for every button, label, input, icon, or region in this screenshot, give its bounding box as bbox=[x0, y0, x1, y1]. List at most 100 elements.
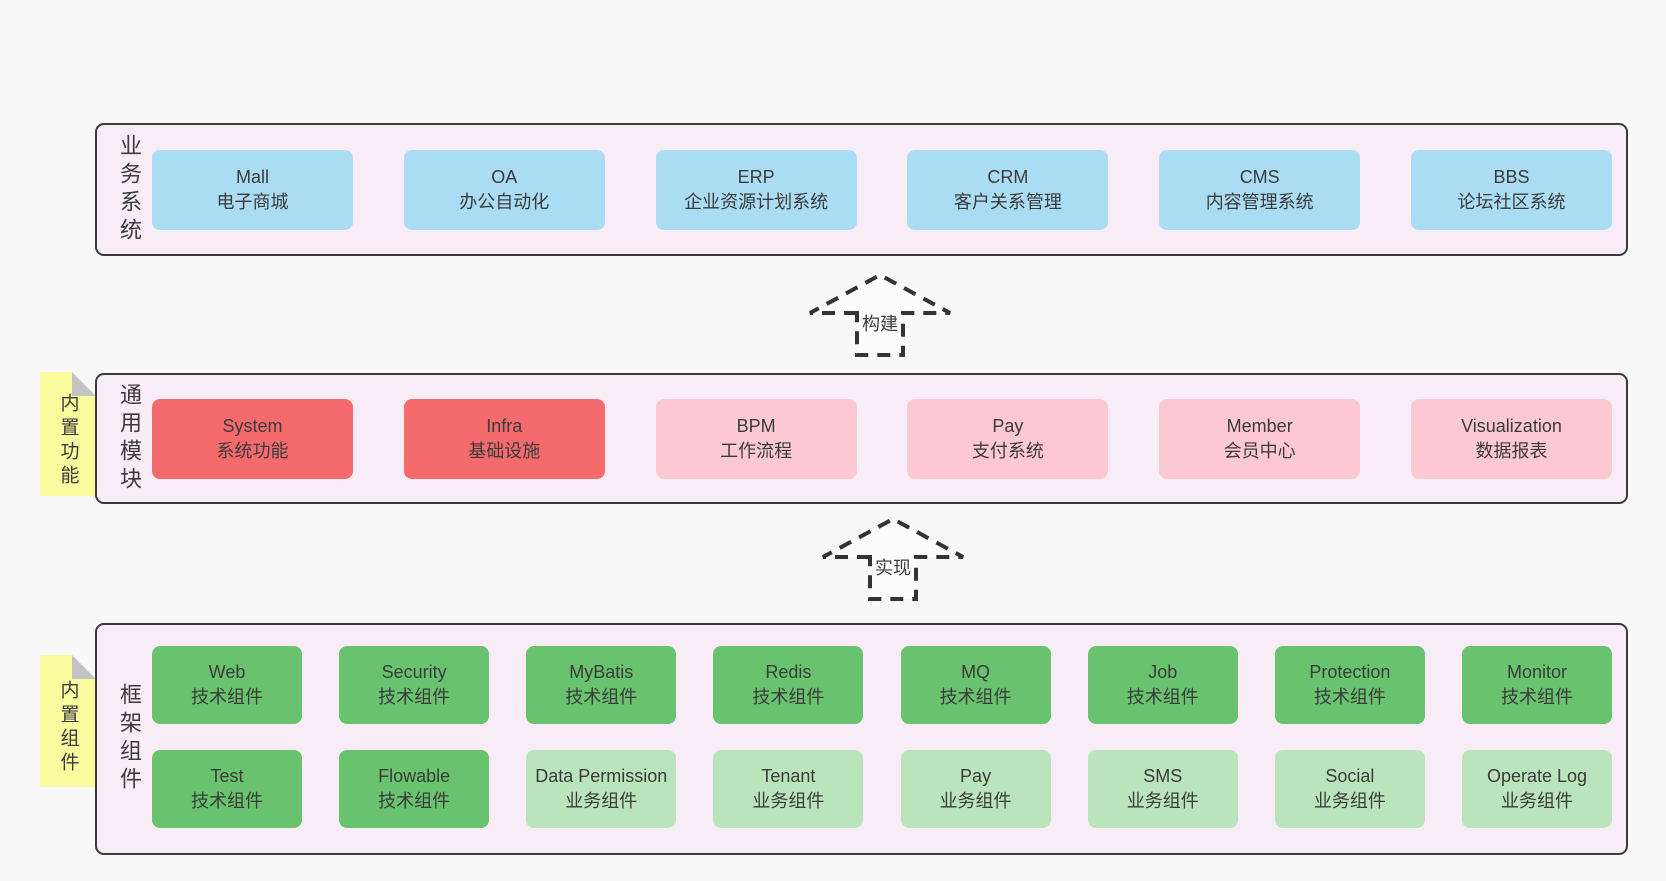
box-subtitle: 业务组件 bbox=[752, 791, 825, 811]
box-sms: SMS 业务组件 bbox=[1087, 750, 1238, 828]
box-monitor: Monitor 技术组件 bbox=[1461, 646, 1612, 724]
box-job: Job 技术组件 bbox=[1087, 646, 1238, 724]
box-subtitle: 技术组件 bbox=[378, 791, 451, 811]
builtin-features-sticky-note: 内置功能 bbox=[40, 372, 96, 496]
box-test: Test 技术组件 bbox=[152, 750, 302, 828]
box-title: Job bbox=[1148, 662, 1178, 682]
box-title: Pay bbox=[960, 766, 992, 786]
box-mybatis: MyBatis 技术组件 bbox=[526, 646, 677, 724]
box-web: Web 技术组件 bbox=[152, 646, 302, 724]
box-title: Data Permission bbox=[535, 766, 668, 786]
box-erp: ERP 企业资源计划系统 bbox=[655, 149, 857, 230]
framework-components-panel: 框架组件 Web 技术组件 Security 技术组件 MyBatis 技术组件… bbox=[95, 623, 1628, 855]
box-tenant: Tenant 业务组件 bbox=[713, 750, 864, 828]
box-subtitle: 技术组件 bbox=[752, 687, 825, 707]
panel-side-label-business: 业务系统 bbox=[117, 133, 142, 246]
panel-side-label-framework: 框架组件 bbox=[117, 683, 142, 795]
box-mq: MQ 技术组件 bbox=[900, 646, 1051, 724]
box-title: Infra bbox=[486, 415, 523, 436]
framework-box-row-1: Web 技术组件 Security 技术组件 MyBatis 技术组件 Redi… bbox=[152, 646, 1612, 724]
common-modules-panel: 通用模块 System 系统功能 Infra 基础设施 BPM 工作流程 Pay… bbox=[95, 373, 1628, 504]
box-title: Security bbox=[381, 662, 447, 682]
box-title: OA bbox=[491, 166, 518, 187]
box-social: Social 业务组件 bbox=[1274, 750, 1425, 828]
box-data-permission: Data Permission 业务组件 bbox=[526, 750, 677, 828]
build-arrow: 构建 bbox=[807, 272, 953, 358]
box-subtitle: 业务组件 bbox=[1126, 791, 1199, 811]
box-subtitle: 技术组件 bbox=[378, 687, 451, 707]
box-oa: OA 办公自动化 bbox=[403, 149, 605, 230]
box-title: System bbox=[222, 415, 283, 436]
box-system: System 系统功能 bbox=[152, 398, 353, 479]
box-title: Test bbox=[210, 766, 244, 786]
box-subtitle: 技术组件 bbox=[939, 687, 1012, 707]
box-subtitle: 支付系统 bbox=[971, 440, 1044, 461]
box-title: MyBatis bbox=[569, 662, 634, 682]
box-title: CRM bbox=[987, 166, 1029, 187]
box-subtitle: 基础设施 bbox=[468, 440, 541, 461]
box-title: Tenant bbox=[761, 766, 816, 786]
box-subtitle: 技术组件 bbox=[1126, 687, 1199, 707]
box-title: Social bbox=[1325, 766, 1375, 786]
box-operate-log: Operate Log 业务组件 bbox=[1461, 750, 1612, 828]
box-security: Security 技术组件 bbox=[339, 646, 490, 724]
box-protection: Protection 技术组件 bbox=[1274, 646, 1425, 724]
box-subtitle: 论坛社区系统 bbox=[1457, 191, 1566, 212]
box-subtitle: 技术组件 bbox=[565, 687, 638, 707]
box-flowable: Flowable 技术组件 bbox=[339, 750, 490, 828]
box-title: Pay bbox=[992, 415, 1024, 436]
box-title: Web bbox=[208, 662, 246, 682]
box-visualization: Visualization 数据报表 bbox=[1410, 398, 1612, 479]
box-subtitle: 办公自动化 bbox=[459, 191, 550, 212]
box-mall: Mall 电子商城 bbox=[152, 149, 353, 230]
box-subtitle: 企业资源计划系统 bbox=[684, 191, 829, 212]
box-subtitle: 技术组件 bbox=[1313, 687, 1386, 707]
box-pay-component: Pay 业务组件 bbox=[900, 750, 1051, 828]
box-title: Monitor bbox=[1506, 662, 1567, 682]
box-subtitle: 工作流程 bbox=[720, 440, 793, 461]
builtin-components-sticky-note: 内置组件 bbox=[40, 655, 96, 787]
box-bbs: BBS 论坛社区系统 bbox=[1410, 149, 1612, 230]
box-subtitle: 技术组件 bbox=[191, 687, 263, 707]
box-cms: CMS 内容管理系统 bbox=[1159, 149, 1361, 230]
box-subtitle: 技术组件 bbox=[191, 791, 263, 811]
box-title: Redis bbox=[765, 662, 812, 682]
business-systems-panel: 业务系统 Mall 电子商城 OA 办公自动化 ERP 企业资源计划系统 CRM… bbox=[95, 123, 1628, 256]
box-title: Mall bbox=[235, 166, 269, 187]
sticky-label: 内置功能 bbox=[57, 393, 79, 489]
box-title: Operate Log bbox=[1486, 766, 1588, 786]
business-box-row: Mall 电子商城 OA 办公自动化 ERP 企业资源计划系统 CRM 客户关系… bbox=[152, 149, 1612, 230]
implement-arrow: 实现 bbox=[820, 516, 966, 602]
box-subtitle: 系统功能 bbox=[216, 440, 289, 461]
box-subtitle: 技术组件 bbox=[1500, 687, 1573, 707]
box-subtitle: 电子商城 bbox=[216, 191, 289, 212]
box-title: BBS bbox=[1493, 166, 1530, 187]
box-title: Protection bbox=[1309, 662, 1391, 682]
box-subtitle: 业务组件 bbox=[565, 791, 638, 811]
sticky-label: 内置组件 bbox=[57, 680, 79, 776]
box-title: CMS bbox=[1239, 166, 1280, 187]
box-member: Member 会员中心 bbox=[1159, 398, 1361, 479]
box-subtitle: 数据报表 bbox=[1475, 440, 1548, 461]
box-redis: Redis 技术组件 bbox=[713, 646, 864, 724]
box-title: BPM bbox=[736, 415, 776, 436]
box-pay-system: Pay 支付系统 bbox=[907, 398, 1109, 479]
box-title: Flowable bbox=[378, 766, 451, 786]
box-crm: CRM 客户关系管理 bbox=[907, 149, 1109, 230]
box-title: Member bbox=[1226, 415, 1293, 436]
build-arrow-label: 构建 bbox=[859, 310, 901, 336]
box-subtitle: 会员中心 bbox=[1223, 440, 1296, 461]
framework-box-row-2: Test 技术组件 Flowable 技术组件 Data Permission … bbox=[152, 750, 1612, 828]
box-title: ERP bbox=[737, 166, 775, 187]
implement-arrow-label: 实现 bbox=[872, 554, 914, 580]
box-subtitle: 业务组件 bbox=[1500, 791, 1573, 811]
modules-box-row: System 系统功能 Infra 基础设施 BPM 工作流程 Pay 支付系统… bbox=[152, 398, 1612, 479]
box-subtitle: 客户关系管理 bbox=[953, 191, 1062, 212]
box-infra: Infra 基础设施 bbox=[403, 398, 605, 479]
panel-side-label-modules: 通用模块 bbox=[117, 382, 142, 495]
box-title: MQ bbox=[961, 662, 991, 682]
box-title: SMS bbox=[1143, 766, 1183, 786]
box-bpm: BPM 工作流程 bbox=[655, 398, 857, 479]
box-subtitle: 业务组件 bbox=[939, 791, 1012, 811]
